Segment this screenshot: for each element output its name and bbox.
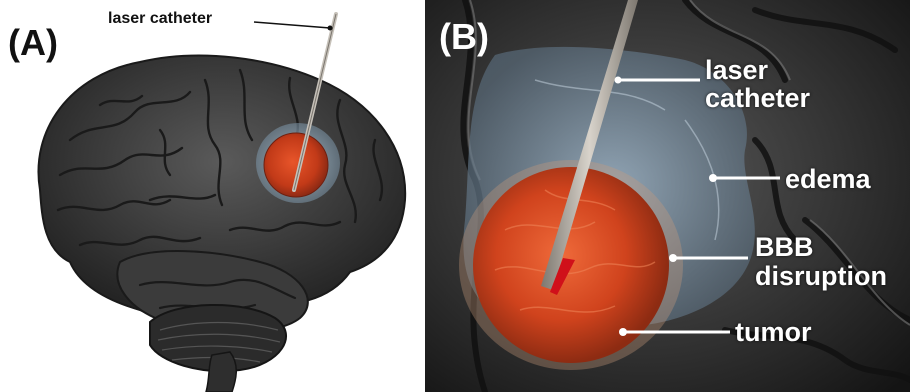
catheter-label-b-line2: catheter (705, 85, 810, 112)
panel-b-letter: (B) (439, 16, 489, 58)
brainstem (206, 352, 236, 392)
panel-a: (A) laser catheter (0, 0, 425, 392)
panel-a-illustration (0, 0, 425, 392)
catheter-leader-line (254, 22, 330, 28)
panel-b: (B) laser catheter edema BBB disruption … (425, 0, 910, 392)
tumor-label: tumor (735, 319, 812, 346)
panel-b-illustration (425, 0, 910, 392)
bbb-label-line2: disruption (755, 263, 887, 290)
catheter-label-a: laser catheter (108, 10, 212, 28)
panel-a-letter: (A) (8, 22, 58, 64)
catheter-label-b-line1: laser (705, 57, 768, 84)
edema-label: edema (785, 166, 871, 193)
bbb-label-line1: BBB (755, 234, 814, 261)
